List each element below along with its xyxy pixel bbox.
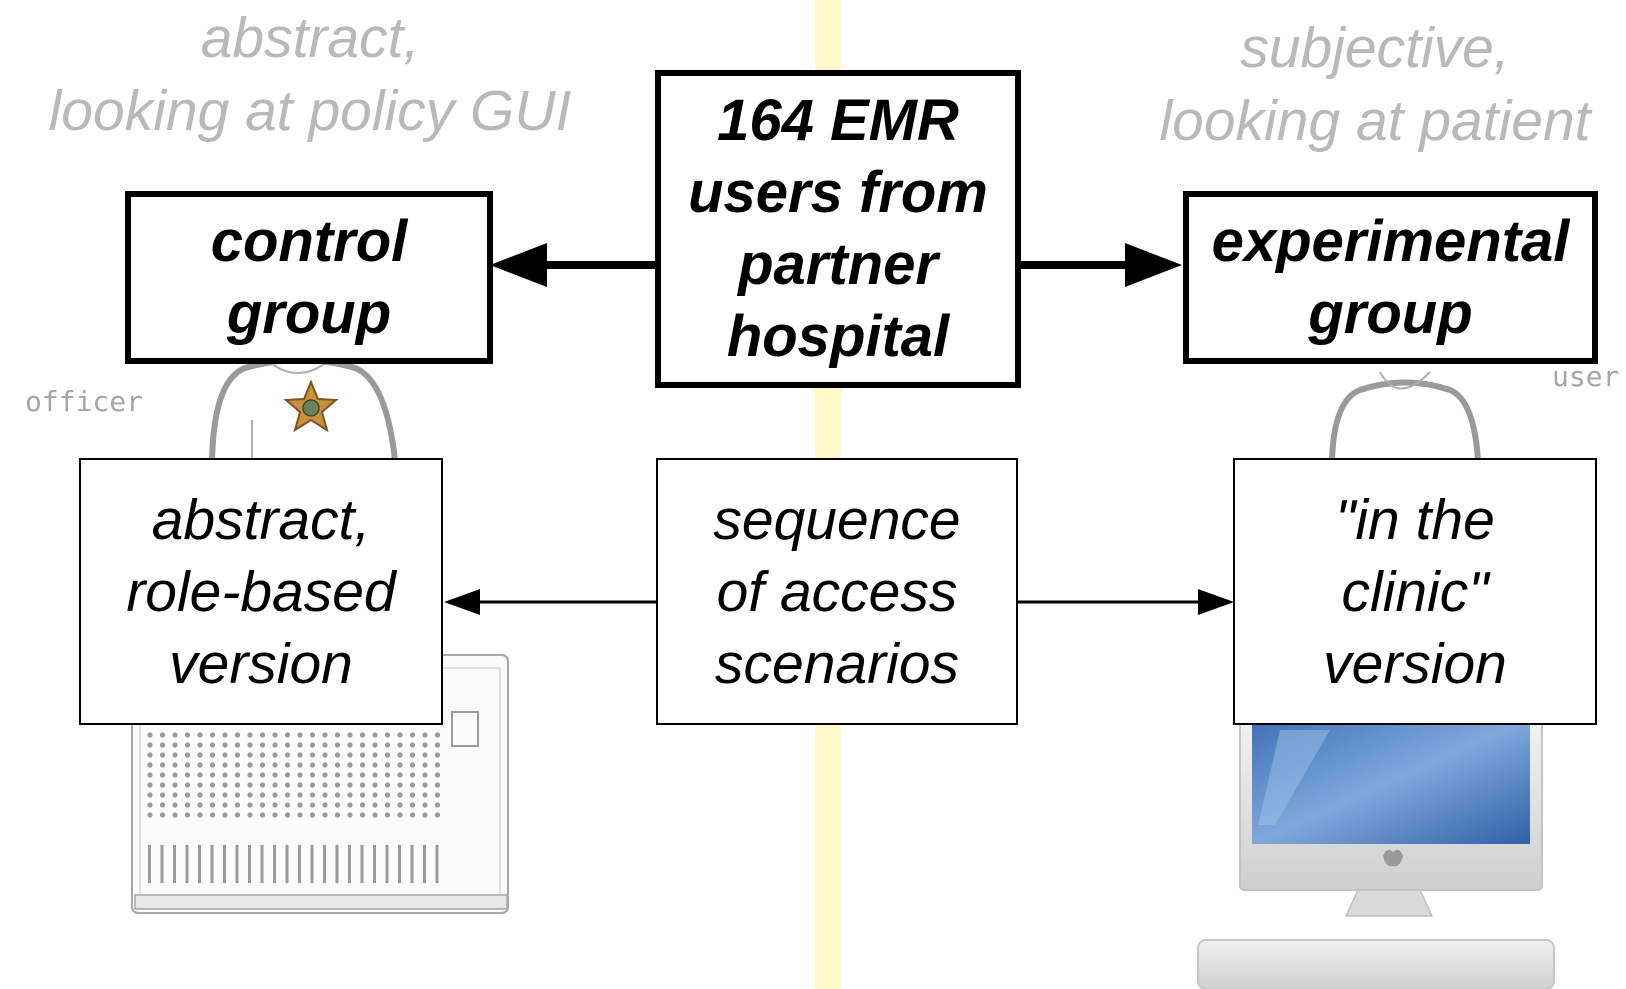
arrow-to-experimental: [1012, 243, 1182, 287]
source-line-1: 164 EMR: [717, 88, 959, 153]
user-figure-icon: [1329, 371, 1481, 461]
clinic-version-line-1: "in the: [1335, 487, 1495, 552]
scenarios-line-3: scenarios: [715, 631, 959, 696]
source-box: 164 EMR users from partner hospital: [655, 70, 1021, 388]
abstract-version-line-2: role-based: [126, 559, 396, 624]
left-caption-line-1: abstract,: [200, 6, 420, 70]
clinic-version-line-2: clinic": [1341, 559, 1489, 624]
control-group-box: control group: [125, 191, 493, 364]
imac-computer-icon: [1197, 717, 1555, 989]
abstract-version-box: abstract, role-based version: [79, 458, 443, 725]
arrow-to-control: [490, 243, 660, 287]
scenarios-box: sequence of access scenarios: [656, 458, 1018, 725]
abstract-version-line-1: abstract,: [151, 487, 371, 552]
abstract-version-line-3: version: [169, 631, 353, 696]
sheriff-badge-icon: [283, 379, 339, 433]
scenarios-line-1: sequence: [713, 487, 961, 552]
arrow-to-clinic-version: [1015, 589, 1234, 615]
right-caption-line-1: subjective,: [1240, 16, 1510, 80]
experimental-line-2: group: [1308, 280, 1473, 346]
right-caption: subjective, looking at patient: [1125, 12, 1625, 158]
source-line-3: partner: [738, 232, 938, 297]
clinic-version-line-3: version: [1323, 631, 1507, 696]
left-caption-line-2: looking at policy GUI: [48, 79, 572, 143]
control-line-1: control: [210, 208, 408, 274]
source-line-2: users from: [688, 160, 988, 225]
control-line-2: group: [226, 280, 392, 346]
right-caption-line-2: looking at patient: [1159, 89, 1591, 153]
user-label: user: [1552, 360, 1620, 393]
experimental-group-box: experimental group: [1183, 191, 1598, 364]
scenarios-line-2: of access: [716, 559, 958, 624]
arrow-to-abstract-version: [444, 589, 658, 615]
clinic-version-box: "in the clinic" version: [1233, 458, 1597, 725]
source-line-4: hospital: [726, 304, 950, 369]
experimental-line-1: experimental: [1211, 208, 1570, 274]
left-caption: abstract, looking at policy GUI: [0, 2, 620, 148]
officer-label: officer: [25, 385, 144, 418]
